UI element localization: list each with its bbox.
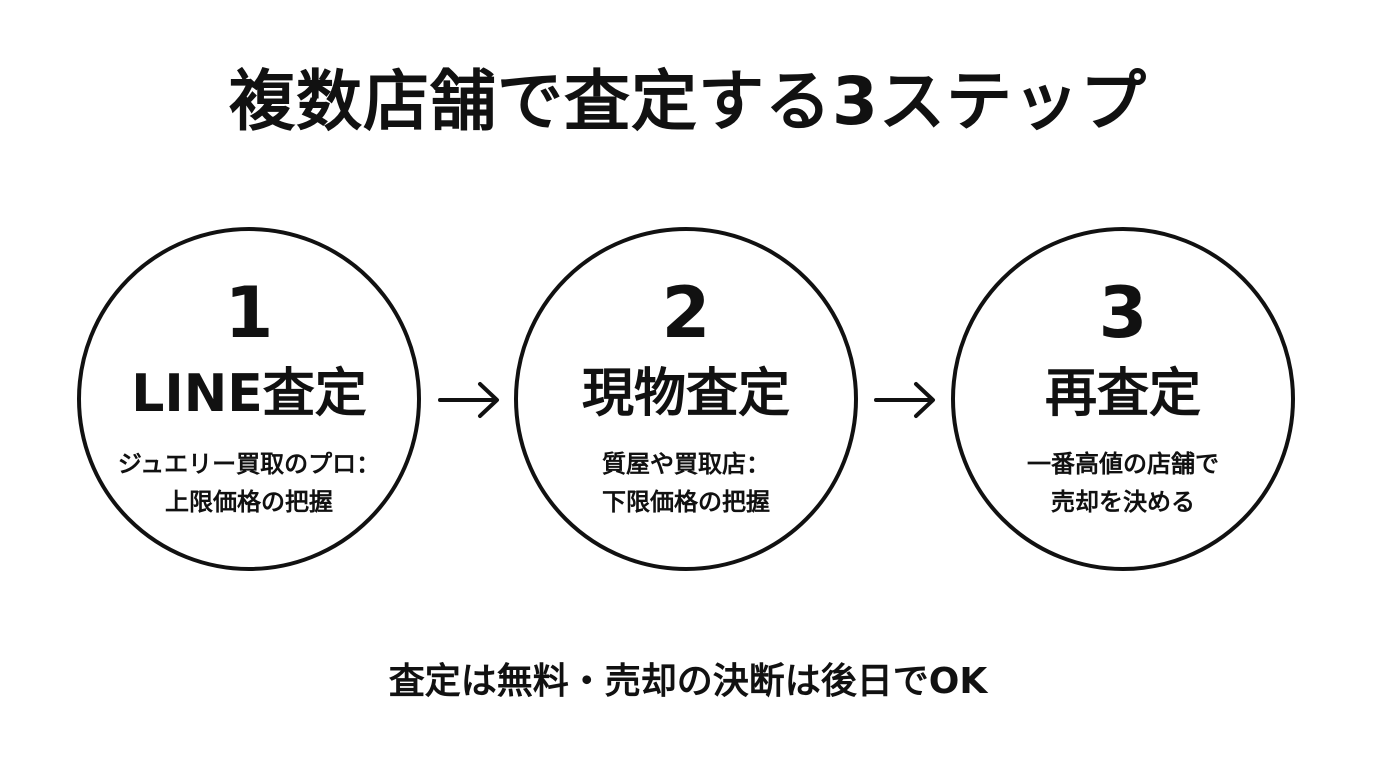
step-2-description-line-2: 下限価格の把握 bbox=[602, 488, 770, 516]
step-2-circle: 2 現物査定 質屋や買取店： 下限価格の把握 bbox=[514, 227, 858, 571]
arrow-right-icon bbox=[874, 382, 935, 418]
step-1-circle: 1 LINE査定 ジュエリー買取のプロ： 上限価格の把握 bbox=[77, 227, 421, 571]
footer-note: 査定は無料・売却の決断は後日でOK bbox=[388, 661, 988, 702]
step-1-description: ジュエリー買取のプロ： 上限価格の把握 bbox=[81, 445, 417, 521]
step-1-number: 1 bbox=[224, 272, 274, 354]
step-3-description: 一番高値の店舗で 売却を決める bbox=[955, 445, 1291, 521]
step-2-number: 2 bbox=[661, 272, 711, 354]
step-2-description: 質屋や買取店： 下限価格の把握 bbox=[518, 445, 854, 521]
page-title: 複数店舗で査定する3ステップ bbox=[229, 63, 1147, 140]
step-3-description-line-2: 売却を決める bbox=[1051, 488, 1195, 516]
step-3-title: 再査定 bbox=[1044, 364, 1201, 424]
step-2-title: 現物査定 bbox=[581, 364, 790, 424]
step-1-title: LINE査定 bbox=[131, 364, 367, 424]
step-1-description-line-1: ジュエリー買取のプロ： bbox=[117, 450, 381, 478]
arrow-right-icon bbox=[438, 382, 499, 418]
step-2-description-line-1: 質屋や買取店： bbox=[602, 450, 770, 478]
step-3-circle: 3 再査定 一番高値の店舗で 売却を決める bbox=[951, 227, 1295, 571]
step-3-description-line-1: 一番高値の店舗で bbox=[1027, 450, 1219, 478]
step-1-description-line-2: 上限価格の把握 bbox=[165, 488, 333, 516]
step-3-number: 3 bbox=[1098, 272, 1148, 354]
